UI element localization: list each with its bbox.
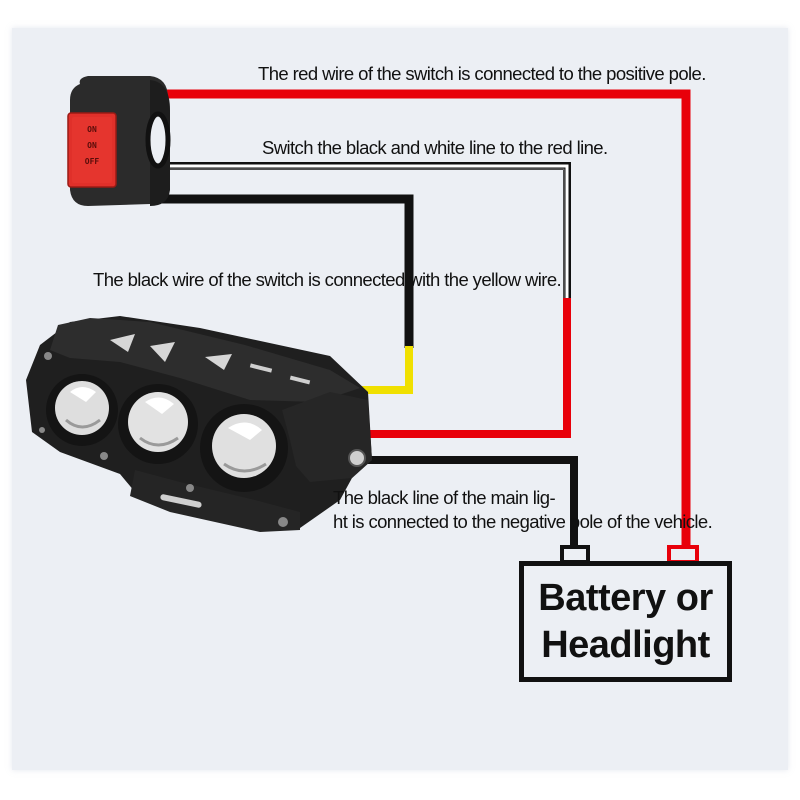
negative-terminal [560, 545, 590, 564]
switch-position-1: ON [87, 125, 97, 134]
positive-terminal [667, 545, 699, 564]
red-wire-annotation: The red wire of the switch is connected … [258, 63, 706, 84]
black-wire-switch [160, 194, 414, 348]
switch-position-2: ON [87, 141, 97, 150]
handlebar-switch [67, 76, 171, 206]
black-wire-lamp-negative [362, 456, 578, 550]
battery-label: Battery or Headlight [538, 577, 713, 666]
black-white-wire-annotation: Switch the black and white line to the r… [262, 137, 608, 158]
black-yellow-wire-annotation: The black wire of the switch is connecte… [93, 269, 562, 290]
red-wire-lamp [360, 298, 571, 438]
switch-rocker-labels: ON ON OFF [82, 122, 102, 170]
black-white-wire [160, 162, 571, 302]
red-wire-switch-positive [160, 89, 691, 550]
triple-lens-spotlight [26, 316, 372, 532]
switch-position-3: OFF [84, 157, 100, 166]
battery-or-headlight-box: Battery or Headlight [519, 561, 732, 682]
main-light-annotation: The black line of the main lig- ht is co… [333, 487, 713, 532]
yellow-wire-lamp [360, 346, 413, 394]
